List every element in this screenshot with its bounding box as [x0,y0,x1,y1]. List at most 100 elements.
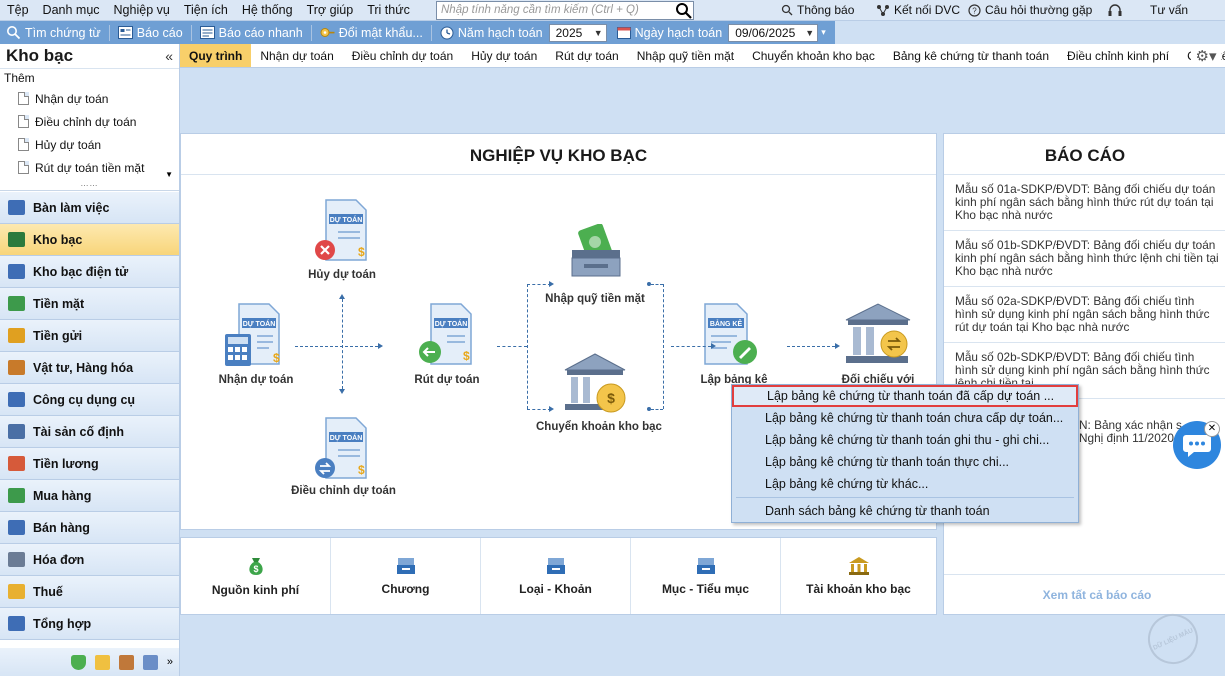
report-partial-line: N: Bảng xác nhận s [1079,418,1182,432]
toolbar-overflow-button[interactable]: ▾ [821,27,826,37]
nav-item-inventory[interactable]: Vật tư, Hàng hóa [0,352,179,384]
payment-list-icon[interactable]: BẢNG KÊ [701,302,761,368]
menu-file[interactable]: Tệp [7,3,29,17]
tab-fund-adjustment[interactable]: Điều chỉnh kinh phí [1067,48,1170,63]
report-item-partial[interactable]: N: Bảng xác nhận s Nghị định 11/2020/ [1079,419,1182,445]
withdraw-estimate-icon[interactable]: DỰ TOÁN $ [417,302,477,368]
change-password-label: Đổi mật khẩu... [338,25,423,40]
category-treasury-account[interactable]: Tài khoản kho bạc [781,538,936,614]
tab-process[interactable]: Quy trình [180,44,252,67]
menu-business[interactable]: Nghiệp vụ [113,3,170,17]
tab-cancel-estimate[interactable]: Hủy dự toán [471,48,538,63]
mail-icon[interactable] [94,654,110,670]
nav-item-deposits[interactable]: Tiền gửi [0,320,179,352]
adjust-estimate-icon[interactable]: DỰ TOÁN $ [314,416,370,482]
report-item[interactable]: Mẫu số 01b-SDKP/ĐVDT: Bảng đối chiếu dự … [944,231,1225,287]
report-button[interactable]: Báo cáo [112,21,189,44]
menu-item-list-actual-spending[interactable]: Lập bảng kê chứng từ thanh toán thực chi… [765,455,1010,469]
nav-item-tax[interactable]: Thuế [0,576,179,608]
shield-icon[interactable] [70,654,86,670]
nav-item-invoices[interactable]: Hóa đơn [0,544,179,576]
more-icon[interactable]: » [166,656,173,668]
nav-item-treasury[interactable]: Kho bạc [0,224,179,256]
category-funding-source[interactable]: $ Nguồn kinh phí [181,538,331,614]
connector-dot [647,407,651,411]
nav-item-e-treasury[interactable]: Kho bạc điện tử [0,256,179,288]
nav-item-tools[interactable]: Công cụ dụng cụ [0,384,179,416]
category-section-subsection[interactable]: Mục - Tiểu mục [631,538,781,614]
nav-item-desk[interactable]: Bàn làm việc [0,192,179,224]
quick-link-cancel-estimate[interactable]: Hủy dự toán [0,133,179,156]
nav-item-purchasing[interactable]: Mua hàng [0,480,179,512]
user-link[interactable]: Tư vấn [1150,3,1188,17]
tab-withdraw-estimate[interactable]: Rút dự toán [555,48,619,63]
tab-payment-list[interactable]: Bảng kê chứng từ thanh toán [892,48,1050,63]
cart-icon [8,488,25,503]
svg-text:$: $ [358,245,365,259]
nav-label: Bán hàng [33,520,90,535]
reports-title: BÁO CÁO [1044,146,1126,165]
menu-item-list-other[interactable]: Lập bảng kê chứng từ khác... [765,477,929,491]
menu-system[interactable]: Hệ thống [241,3,293,17]
nav-item-cash[interactable]: Tiền mặt [0,288,179,320]
reconcile-icon[interactable] [844,302,914,368]
quick-link-receive-estimate[interactable]: Nhận dự toán [0,87,179,110]
nav-item-payroll[interactable]: Tiền lương [0,448,179,480]
splitter-grip[interactable]: ⋯⋯ [0,182,179,191]
change-password-button[interactable]: Đổi mật khẩu... [314,21,429,44]
report-item[interactable]: Mẫu số 02a-SDKP/ĐVDT: Bảng đối chiếu tìn… [944,287,1225,343]
tab-adjust-estimate[interactable]: Điều chỉnh dự toán [351,48,454,63]
category-type-item[interactable]: Loại - Khoản [481,538,631,614]
menu-catalog[interactable]: Danh mục [42,3,100,17]
cash-in-icon[interactable] [568,224,624,282]
see-all-reports-link[interactable]: Xem tất cả báo cáo [1042,588,1152,602]
close-chat-icon[interactable]: ✕ [1204,421,1220,437]
sidebar-header: Kho bạc « [0,44,179,69]
dvc-connect-link[interactable]: Kết nối DVC [876,3,960,17]
user-label: Tư vấn [1150,3,1189,17]
search-icon[interactable] [675,2,693,19]
fiscal-year-select[interactable]: 2025 ▼ [548,23,607,42]
menu-knowledge[interactable]: Tri thức [367,3,410,17]
svg-text:$: $ [607,390,615,406]
posting-date-picker[interactable]: 09/06/2025 ▼ [728,23,819,42]
building-icon [8,424,25,439]
faq-link[interactable]: ? Câu hỏi thường gặp [968,3,1092,17]
nav-label: Bàn làm việc [33,200,110,215]
category-chapter[interactable]: Chương [331,538,481,614]
treasury-transfer-icon[interactable]: $ [563,352,631,418]
notifications-link[interactable]: Thông báo [781,3,854,17]
menu-item-list-all[interactable]: Danh sách bảng kê chứng từ thanh toán [765,504,990,518]
quick-link-adjust-estimate[interactable]: Điều chỉnh dự toán [0,110,179,133]
cancel-estimate-icon[interactable]: DỰ TOÁN $ [314,198,370,264]
quick-link-label: Điều chỉnh dự toán [35,114,137,129]
feature-search-input[interactable]: Nhập tính năng cần tìm kiếm (Ctrl + Q) [436,1,694,20]
tab-receive-estimate[interactable]: Nhận dự toán [260,48,334,63]
nav-item-summary[interactable]: Tổng hợp [0,608,179,640]
gear-icon[interactable]: ⚙▾ [1191,46,1221,66]
menu-item-list-unallocated[interactable]: Lập bảng kê chứng từ thanh toán chưa cấp… [765,411,1064,425]
menu-item-list-allocated[interactable]: Lập bảng kê chứng từ thanh toán đã cấp d… [732,385,1078,407]
chat-bubble-button[interactable] [1173,421,1221,469]
menu-utilities[interactable]: Tiện ích [183,3,228,17]
tab-treasury-transfer[interactable]: Chuyển khoản kho bạc [752,48,875,63]
nav-item-sales[interactable]: Bán hàng [0,512,179,544]
receive-estimate-icon[interactable]: DỰ TOÁN $ [223,302,283,368]
payment-list-context-menu: Lập bảng kê chứng từ thanh toán đã cấp d… [731,384,1079,523]
scroll-down-icon[interactable]: ▼ [165,170,173,179]
nav-item-fixed-assets[interactable]: Tài sản cố định [0,416,179,448]
headset-icon[interactable] [1107,3,1123,17]
quick-link-cash-withdraw[interactable]: Rút dự toán tiền mặt [0,156,179,179]
edit-icon[interactable] [142,654,158,670]
chat-icon [1183,435,1211,457]
clock-icon [440,26,454,39]
tab-cash-in[interactable]: Nhập quỹ tiền mặt [636,48,735,63]
menu-item-list-record-revenue[interactable]: Lập bảng kê chứng từ thanh toán ghi thu … [765,433,1050,447]
briefcase-icon[interactable] [118,654,134,670]
quick-report-button[interactable]: Báo cáo nhanh [194,21,309,44]
menu-help[interactable]: Trợ giúp [306,3,354,17]
collapse-sidebar-icon[interactable]: « [165,48,173,64]
sales-icon [8,520,25,535]
report-item[interactable]: Mẫu số 01a-SDKP/ĐVDT: Bảng đối chiếu dự … [944,175,1225,231]
find-voucher-button[interactable]: Tìm chứng từ [0,21,107,44]
